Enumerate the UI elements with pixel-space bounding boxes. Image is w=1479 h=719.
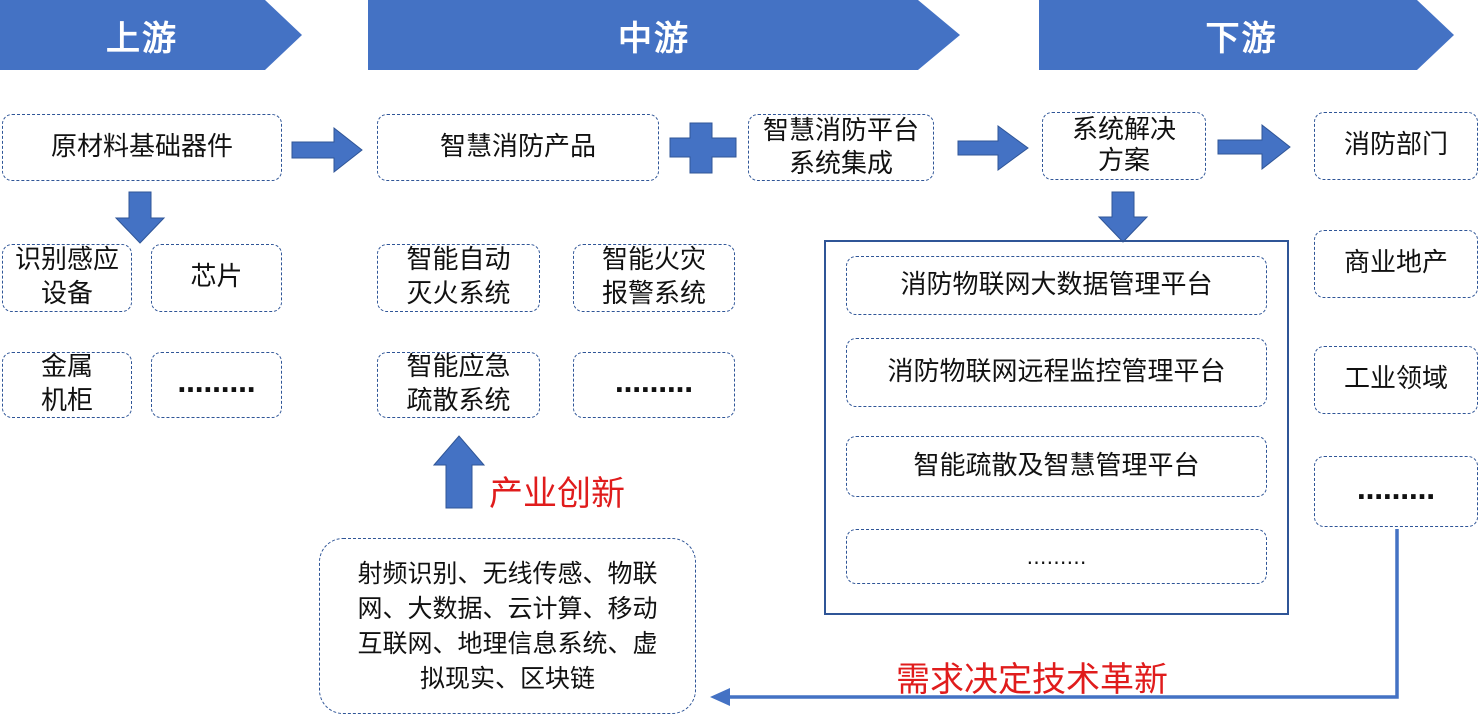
feedback-line: [728, 529, 1399, 699]
midstream-item-box: ………: [573, 352, 735, 418]
raw-materials-box: 原材料基础器件: [2, 114, 282, 181]
upstream-item-box: 识别感应设备: [2, 244, 132, 312]
platform-item-box: 智能疏散及智慧管理平台: [846, 436, 1267, 497]
upstream-item-box: 金属机柜: [2, 352, 132, 418]
customer-box: 商业地产: [1314, 230, 1478, 298]
industry-innovation-label: 产业创新: [489, 474, 625, 514]
platform-item-box: 消防物联网远程监控管理平台: [846, 338, 1267, 407]
stage-banner-midstream: 中游: [368, 0, 960, 70]
platform-integration-box: 智慧消防平台系统集成: [748, 114, 934, 181]
customer-box: 工业领域: [1314, 346, 1478, 414]
smart-fire-products-box: 智慧消防产品: [377, 114, 659, 181]
demand-drives-innovation-label: 需求决定技术革新: [896, 660, 1168, 700]
stage-banner-downstream: 下游: [1039, 0, 1454, 70]
stage-banner-upstream: 上游: [0, 0, 302, 70]
up-arrow-icon: [432, 435, 486, 509]
technologies-box: 射频识别、无线传感、物联网、大数据、云计算、移动互联网、地理信息系统、虚拟现实、…: [319, 538, 696, 714]
customer-box: 消防部门: [1314, 112, 1478, 180]
platform-item-box: ………: [846, 529, 1267, 584]
upstream-item-box: ………: [151, 352, 282, 418]
right-arrow-icon: [957, 125, 1029, 171]
right-arrow-icon: [291, 126, 363, 174]
system-solution-box: 系统解决方案: [1042, 112, 1206, 180]
platforms-frame: [824, 240, 1289, 615]
midstream-item-box: 智能火灾报警系统: [573, 244, 735, 312]
customer-box: ………: [1314, 456, 1478, 527]
midstream-item-box: 智能自动灭火系统: [377, 244, 540, 312]
upstream-item-box: 芯片: [151, 244, 282, 312]
left-arrowhead-icon: [710, 688, 730, 706]
down-arrow-icon: [1097, 191, 1149, 243]
plus-icon: [669, 122, 737, 174]
platform-item-box: 消防物联网大数据管理平台: [846, 256, 1267, 315]
midstream-item-box: 智能应急疏散系统: [377, 352, 540, 418]
down-arrow-icon: [114, 191, 166, 244]
right-arrow-icon: [1217, 123, 1291, 171]
